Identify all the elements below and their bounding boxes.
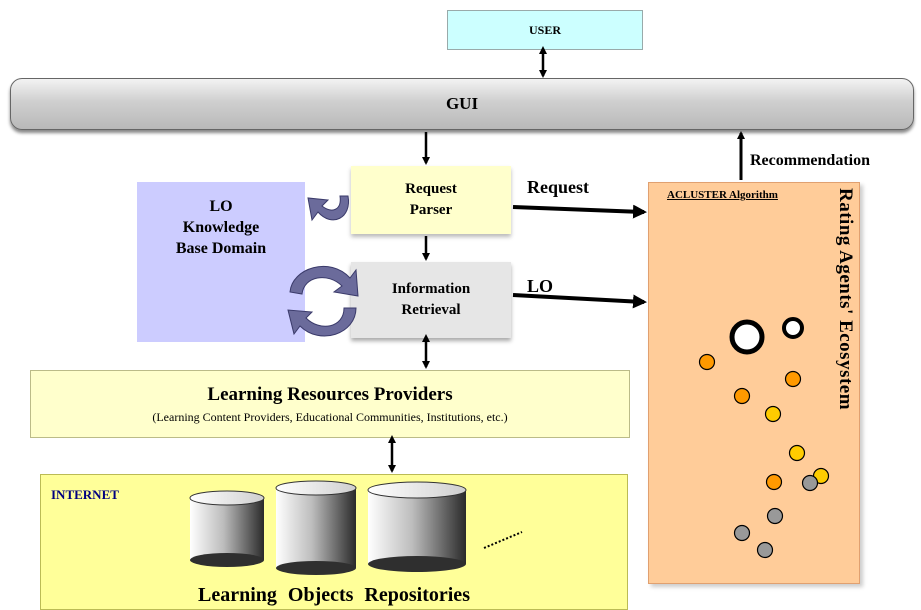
request-parser-box: Request Parser bbox=[351, 166, 511, 234]
agent-small-ring bbox=[782, 317, 804, 339]
agent-large-ring bbox=[729, 319, 765, 355]
agent-gray bbox=[801, 474, 819, 492]
recommendation-arrow-label: Recommendation bbox=[750, 152, 870, 169]
gui-bar: GUI bbox=[10, 78, 914, 130]
gui-label: GUI bbox=[445, 94, 479, 113]
parser-line-2: Parser bbox=[409, 202, 453, 218]
kb-line-3: Base Domain bbox=[175, 240, 267, 257]
agent-yellow bbox=[764, 405, 782, 423]
kb-line-2: Knowledge bbox=[182, 219, 260, 236]
repository-cylinder-1 bbox=[189, 490, 265, 567]
retrieval-line-2: Retrieval bbox=[401, 302, 461, 318]
cycle-arrow-upper-icon bbox=[289, 266, 359, 297]
user-box: USER bbox=[447, 10, 643, 50]
cycle-arrow-parser-icon bbox=[307, 195, 349, 222]
agent-orange bbox=[733, 387, 751, 405]
agent-ecosystem bbox=[698, 317, 830, 559]
more-repositories-dots bbox=[483, 531, 523, 549]
cycle-arrow-lower-icon bbox=[287, 307, 357, 337]
repositories-label: Learning Objects Repositories bbox=[198, 584, 470, 606]
kb-line-1: LO bbox=[209, 198, 233, 215]
lo-arrow-label: LO bbox=[527, 276, 554, 296]
agent-orange bbox=[698, 353, 716, 371]
acluster-panel: ACLUSTER Algorithm Rating Agents' Ecosys… bbox=[648, 182, 860, 584]
request-arrow bbox=[512, 204, 647, 219]
retrieval-line-1: Information bbox=[391, 281, 471, 297]
user-label: USER bbox=[528, 22, 561, 37]
agent-gray bbox=[756, 541, 774, 559]
repository-cylinder-3 bbox=[367, 481, 467, 572]
agent-yellow bbox=[788, 444, 806, 462]
providers-title: Learning Resources Providers bbox=[207, 383, 453, 405]
lo-arrow bbox=[512, 293, 647, 309]
providers-subtitle: (Learning Content Providers, Educational… bbox=[152, 409, 508, 424]
parser-line-1: Request bbox=[405, 181, 457, 197]
acluster-title: ACLUSTER Algorithm bbox=[667, 189, 778, 201]
agent-gray bbox=[766, 507, 784, 525]
agent-orange bbox=[765, 473, 783, 491]
internet-label: INTERNET bbox=[51, 487, 119, 502]
information-retrieval-box: Information Retrieval bbox=[351, 262, 511, 338]
request-arrow-label: Request bbox=[527, 177, 589, 197]
repository-cylinder-2 bbox=[275, 480, 357, 575]
providers-box: Learning Resources Providers (Learning C… bbox=[30, 370, 630, 438]
agent-orange bbox=[784, 370, 802, 388]
lo-knowledge-base-box: LO Knowledge Base Domain bbox=[137, 182, 305, 342]
agent-gray bbox=[733, 524, 751, 542]
